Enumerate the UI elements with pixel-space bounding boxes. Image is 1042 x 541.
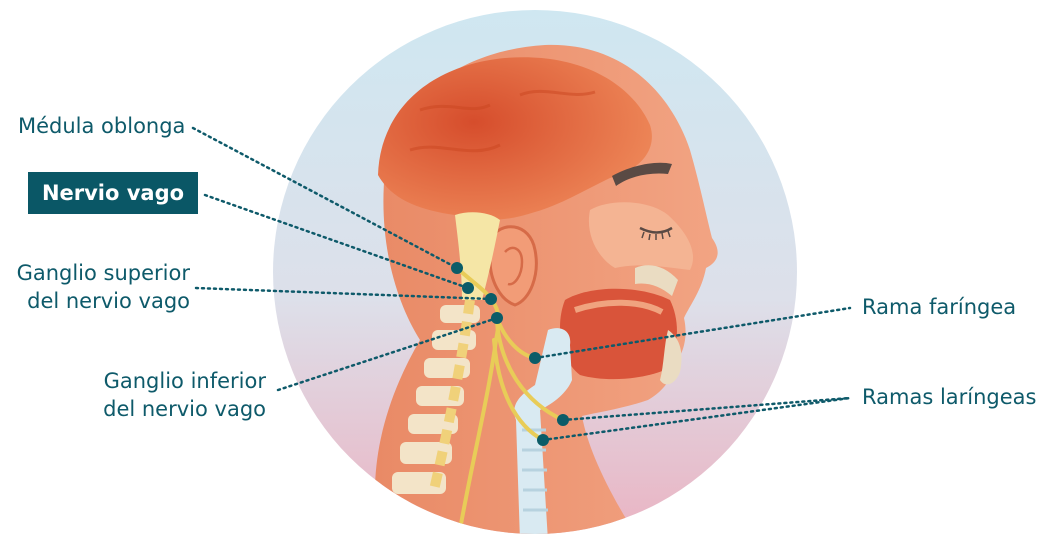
label-ganglio-inferior-line1: Ganglio inferior (60, 368, 266, 395)
label-medula-oblonga: Médula oblonga (18, 113, 185, 140)
node-medula (451, 262, 463, 274)
label-ramas-laringeas: Ramas laríngeas (862, 384, 1036, 411)
label-rama-faringea: Rama faríngea (862, 294, 1016, 321)
label-ganglio-superior-line1: Ganglio superior (0, 260, 190, 287)
title-badge: Nervio vago (28, 172, 198, 214)
label-ganglio-inferior-line2: del nervio vago (60, 396, 266, 423)
title-nervio-vago: Nervio vago (28, 172, 198, 214)
label-ganglio-superior-line2: del nervio vago (0, 288, 190, 315)
